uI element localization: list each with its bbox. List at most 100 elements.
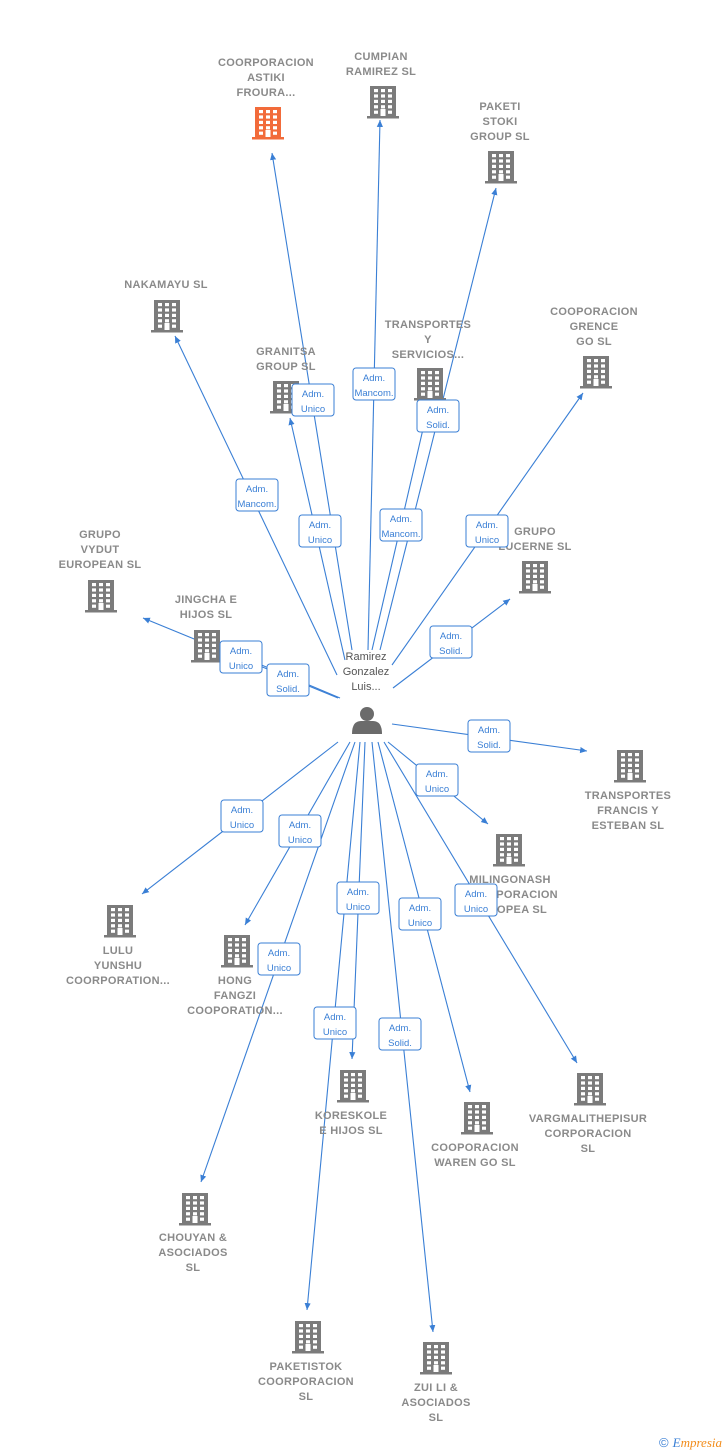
role-badge[interactable]: Adm. Solid. — [429, 625, 473, 659]
company-label: FRANCIS Y — [597, 805, 659, 817]
company-label: ASOCIADOS — [158, 1247, 227, 1259]
company-label: COOPORACION — [550, 306, 638, 318]
role-badge[interactable]: Adm. Unico — [415, 763, 459, 797]
company-label: ZUI LI & — [414, 1382, 458, 1394]
building-icon — [461, 1102, 493, 1135]
company-label: RAMIREZ SL — [346, 66, 416, 78]
role-badge[interactable]: Adm.Unico — [257, 942, 301, 976]
role-badge-text: Adm. — [389, 1023, 411, 1034]
company-label: MILINGONASH — [469, 874, 551, 886]
company-node-paketistok[interactable]: PAKETISTOK COORPORACION SL — [258, 1321, 354, 1403]
company-label: CHOUYAN & — [159, 1232, 227, 1244]
building-icon — [420, 1342, 452, 1375]
role-badge[interactable]: Adm.Unico — [454, 883, 498, 917]
building-icon — [337, 1070, 369, 1103]
person-node[interactable]: RamirezGonzalezLuis... — [343, 651, 389, 734]
brand-initial: E — [672, 1435, 681, 1450]
role-badge[interactable]: Adm.Unico — [298, 514, 342, 548]
role-badge-text: Adm. — [426, 769, 448, 780]
brand-footer[interactable]: ©Empresia — [659, 1435, 722, 1451]
role-badge[interactable]: Adm.Unico — [465, 514, 509, 548]
role-badge[interactable]: Adm.Mancom. — [352, 367, 396, 401]
building-icon — [151, 300, 183, 333]
company-label: COOPORACION — [431, 1142, 519, 1154]
company-label: FANGZI — [214, 990, 256, 1002]
person-label: Luis... — [351, 681, 380, 693]
role-badge[interactable]: Adm.Unico — [398, 897, 442, 931]
role-badge-text: Unico — [464, 904, 488, 915]
role-badge[interactable]: Adm.Unico — [313, 1006, 357, 1040]
role-badge[interactable]: Adm.Unico — [219, 640, 263, 674]
role-badge-text: Unico — [323, 1027, 347, 1038]
role-badge-text: Adm. — [246, 484, 268, 495]
role-badge-text: Unico — [230, 820, 254, 831]
company-label: ESTEBAN SL — [592, 820, 665, 832]
company-label: COORPORACION — [258, 1376, 354, 1388]
company-label: STOKI — [483, 116, 518, 128]
role-badge-text: Unico — [425, 784, 449, 795]
role-badge[interactable]: Adm.Unico — [336, 881, 380, 915]
role-badge-text: Adm. — [347, 887, 369, 898]
building-icon — [493, 834, 525, 867]
company-label: SL — [429, 1412, 444, 1424]
role-badge[interactable]: Adm.Solid. — [416, 399, 460, 433]
company-label: VYDUT — [81, 544, 120, 556]
role-badge-text: Solid. — [439, 646, 463, 657]
role-badge[interactable]: Adm.Unico — [291, 383, 335, 417]
company-label: ASOCIADOS — [401, 1397, 470, 1409]
role-badge[interactable]: Adm.Unico — [278, 814, 322, 848]
company-label: JINGCHA E — [175, 594, 237, 606]
role-badge-text: Adm. — [427, 405, 449, 416]
company-node-lulu[interactable]: LULUYUNSHUCOORPORATION... — [66, 905, 170, 987]
company-label: COOPORATION... — [187, 1005, 283, 1017]
role-badge-text: Adm. — [289, 820, 311, 831]
brand-name: mpresia — [680, 1435, 722, 1450]
company-node-transportes_serv[interactable]: TRANSPORTESYSERVICIOS... — [385, 319, 471, 401]
role-badge-text: Adm. — [231, 805, 253, 816]
building-icon — [580, 356, 612, 389]
center-node: RamirezGonzalezLuis... — [343, 651, 389, 734]
company-label: CUMPIAN — [354, 51, 407, 63]
company-label: GRUPO — [79, 529, 121, 541]
role-badge-text: Adm. — [302, 389, 324, 400]
role-badge[interactable]: Adm.Solid. — [378, 1017, 422, 1051]
company-label: GRENCE — [570, 321, 619, 333]
company-node-zuili[interactable]: ZUI LI & ASOCIADOS SL — [401, 1342, 470, 1424]
role-badge-text: Adm. — [478, 725, 500, 736]
person-label: Gonzalez — [343, 666, 389, 678]
building-icon — [367, 86, 399, 119]
role-badge-text: Unico — [229, 661, 253, 672]
company-label: SERVICIOS... — [392, 349, 464, 361]
role-badge[interactable]: Adm.Solid. — [467, 719, 511, 753]
company-label: PAKETISTOK — [270, 1361, 343, 1373]
company-label: SL — [299, 1391, 314, 1403]
role-badge-text: Adm. — [309, 520, 331, 531]
company-label: LULU — [103, 945, 134, 957]
company-node-astiki[interactable]: COORPORACIONASTIKIFROURA... — [218, 57, 314, 140]
building-icon — [179, 1193, 211, 1226]
role-badge[interactable]: Adm.Solid. — [266, 663, 310, 697]
company-node-cumpian[interactable]: CUMPIAN RAMIREZ SL — [346, 51, 416, 119]
role-badge[interactable]: Adm.Mancom. — [379, 508, 423, 542]
role-badge[interactable]: Adm. Unico — [220, 799, 264, 833]
role-badge[interactable]: Adm.Mancom. — [235, 478, 279, 512]
role-badge-text: Adm. — [440, 631, 462, 642]
company-label: E HIJOS SL — [319, 1125, 383, 1137]
company-label: GRANITSA — [256, 346, 316, 358]
company-label: VARGMALITHEPISUR — [529, 1113, 647, 1125]
company-label: Y — [424, 334, 432, 346]
building-icon — [191, 630, 223, 663]
company-node-hong[interactable]: HONGFANGZICOOPORATION... — [187, 935, 283, 1017]
company-node-nakamayu[interactable]: NAKAMAYU SL — [124, 279, 208, 333]
